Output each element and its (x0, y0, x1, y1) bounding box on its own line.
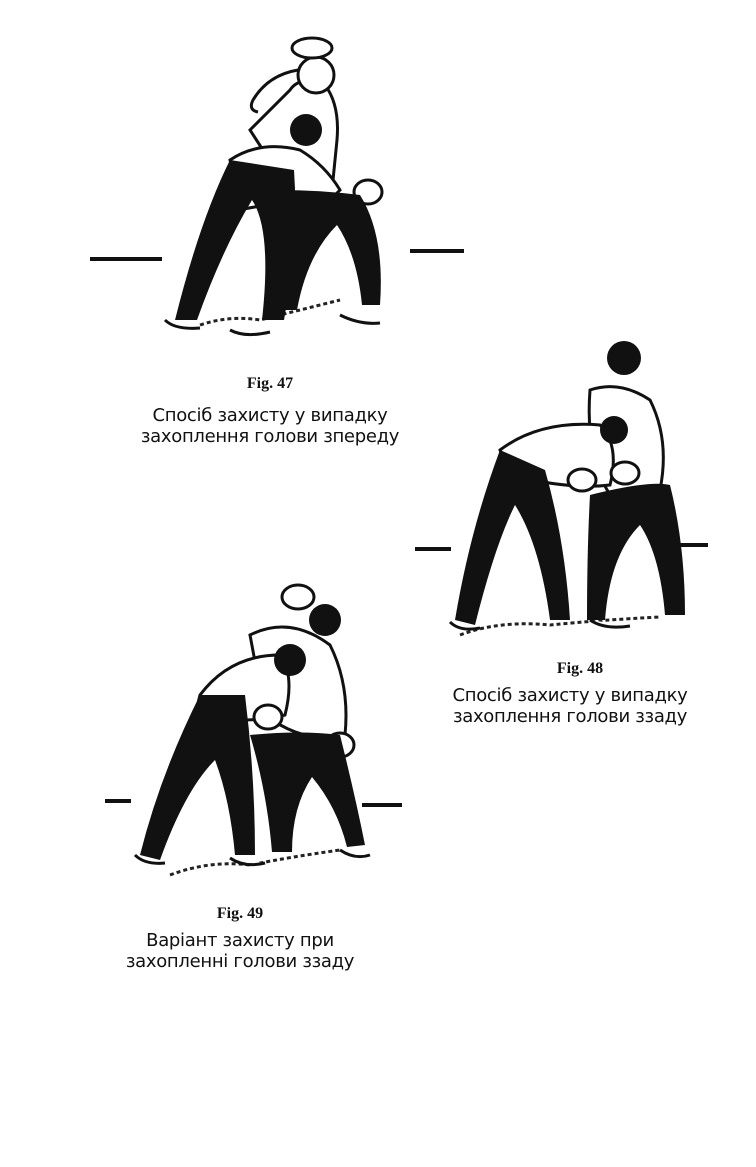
figure-caption: Спосіб захисту у випадку захоплення голо… (70, 405, 470, 447)
caption-line: Спосіб захисту у випадку (452, 685, 688, 706)
figure-47: Fig. 47 Спосіб захисту у випадку захопле… (80, 30, 480, 460)
caption-line: Варіант захисту при (146, 930, 334, 951)
figure-number: Fig. 48 (556, 660, 604, 677)
figure-number: Fig. 49 (216, 905, 264, 922)
wrestlers-illustration-48 (415, 341, 708, 637)
figure-48: Fig. 48 Спосіб захисту у випадку захопле… (410, 330, 730, 740)
caption-line: захопленні голови ззаду (125, 951, 355, 972)
wrestlers-illustration-49 (105, 583, 402, 877)
figure-caption: Варіант захисту при захопленні голови зз… (70, 930, 410, 972)
figure-49: Fig. 49 Варіант захисту при захопленні г… (90, 575, 430, 995)
figure-caption: Спосіб захисту у випадку захоплення голо… (410, 685, 730, 727)
caption-line: захоплення голови зпереду (140, 426, 400, 447)
caption-line: захоплення голови ззаду (452, 706, 688, 727)
caption-line: Спосіб захисту у випадку (152, 405, 388, 426)
wrestlers-illustration-47 (90, 36, 464, 337)
figure-number: Fig. 47 (246, 375, 294, 392)
